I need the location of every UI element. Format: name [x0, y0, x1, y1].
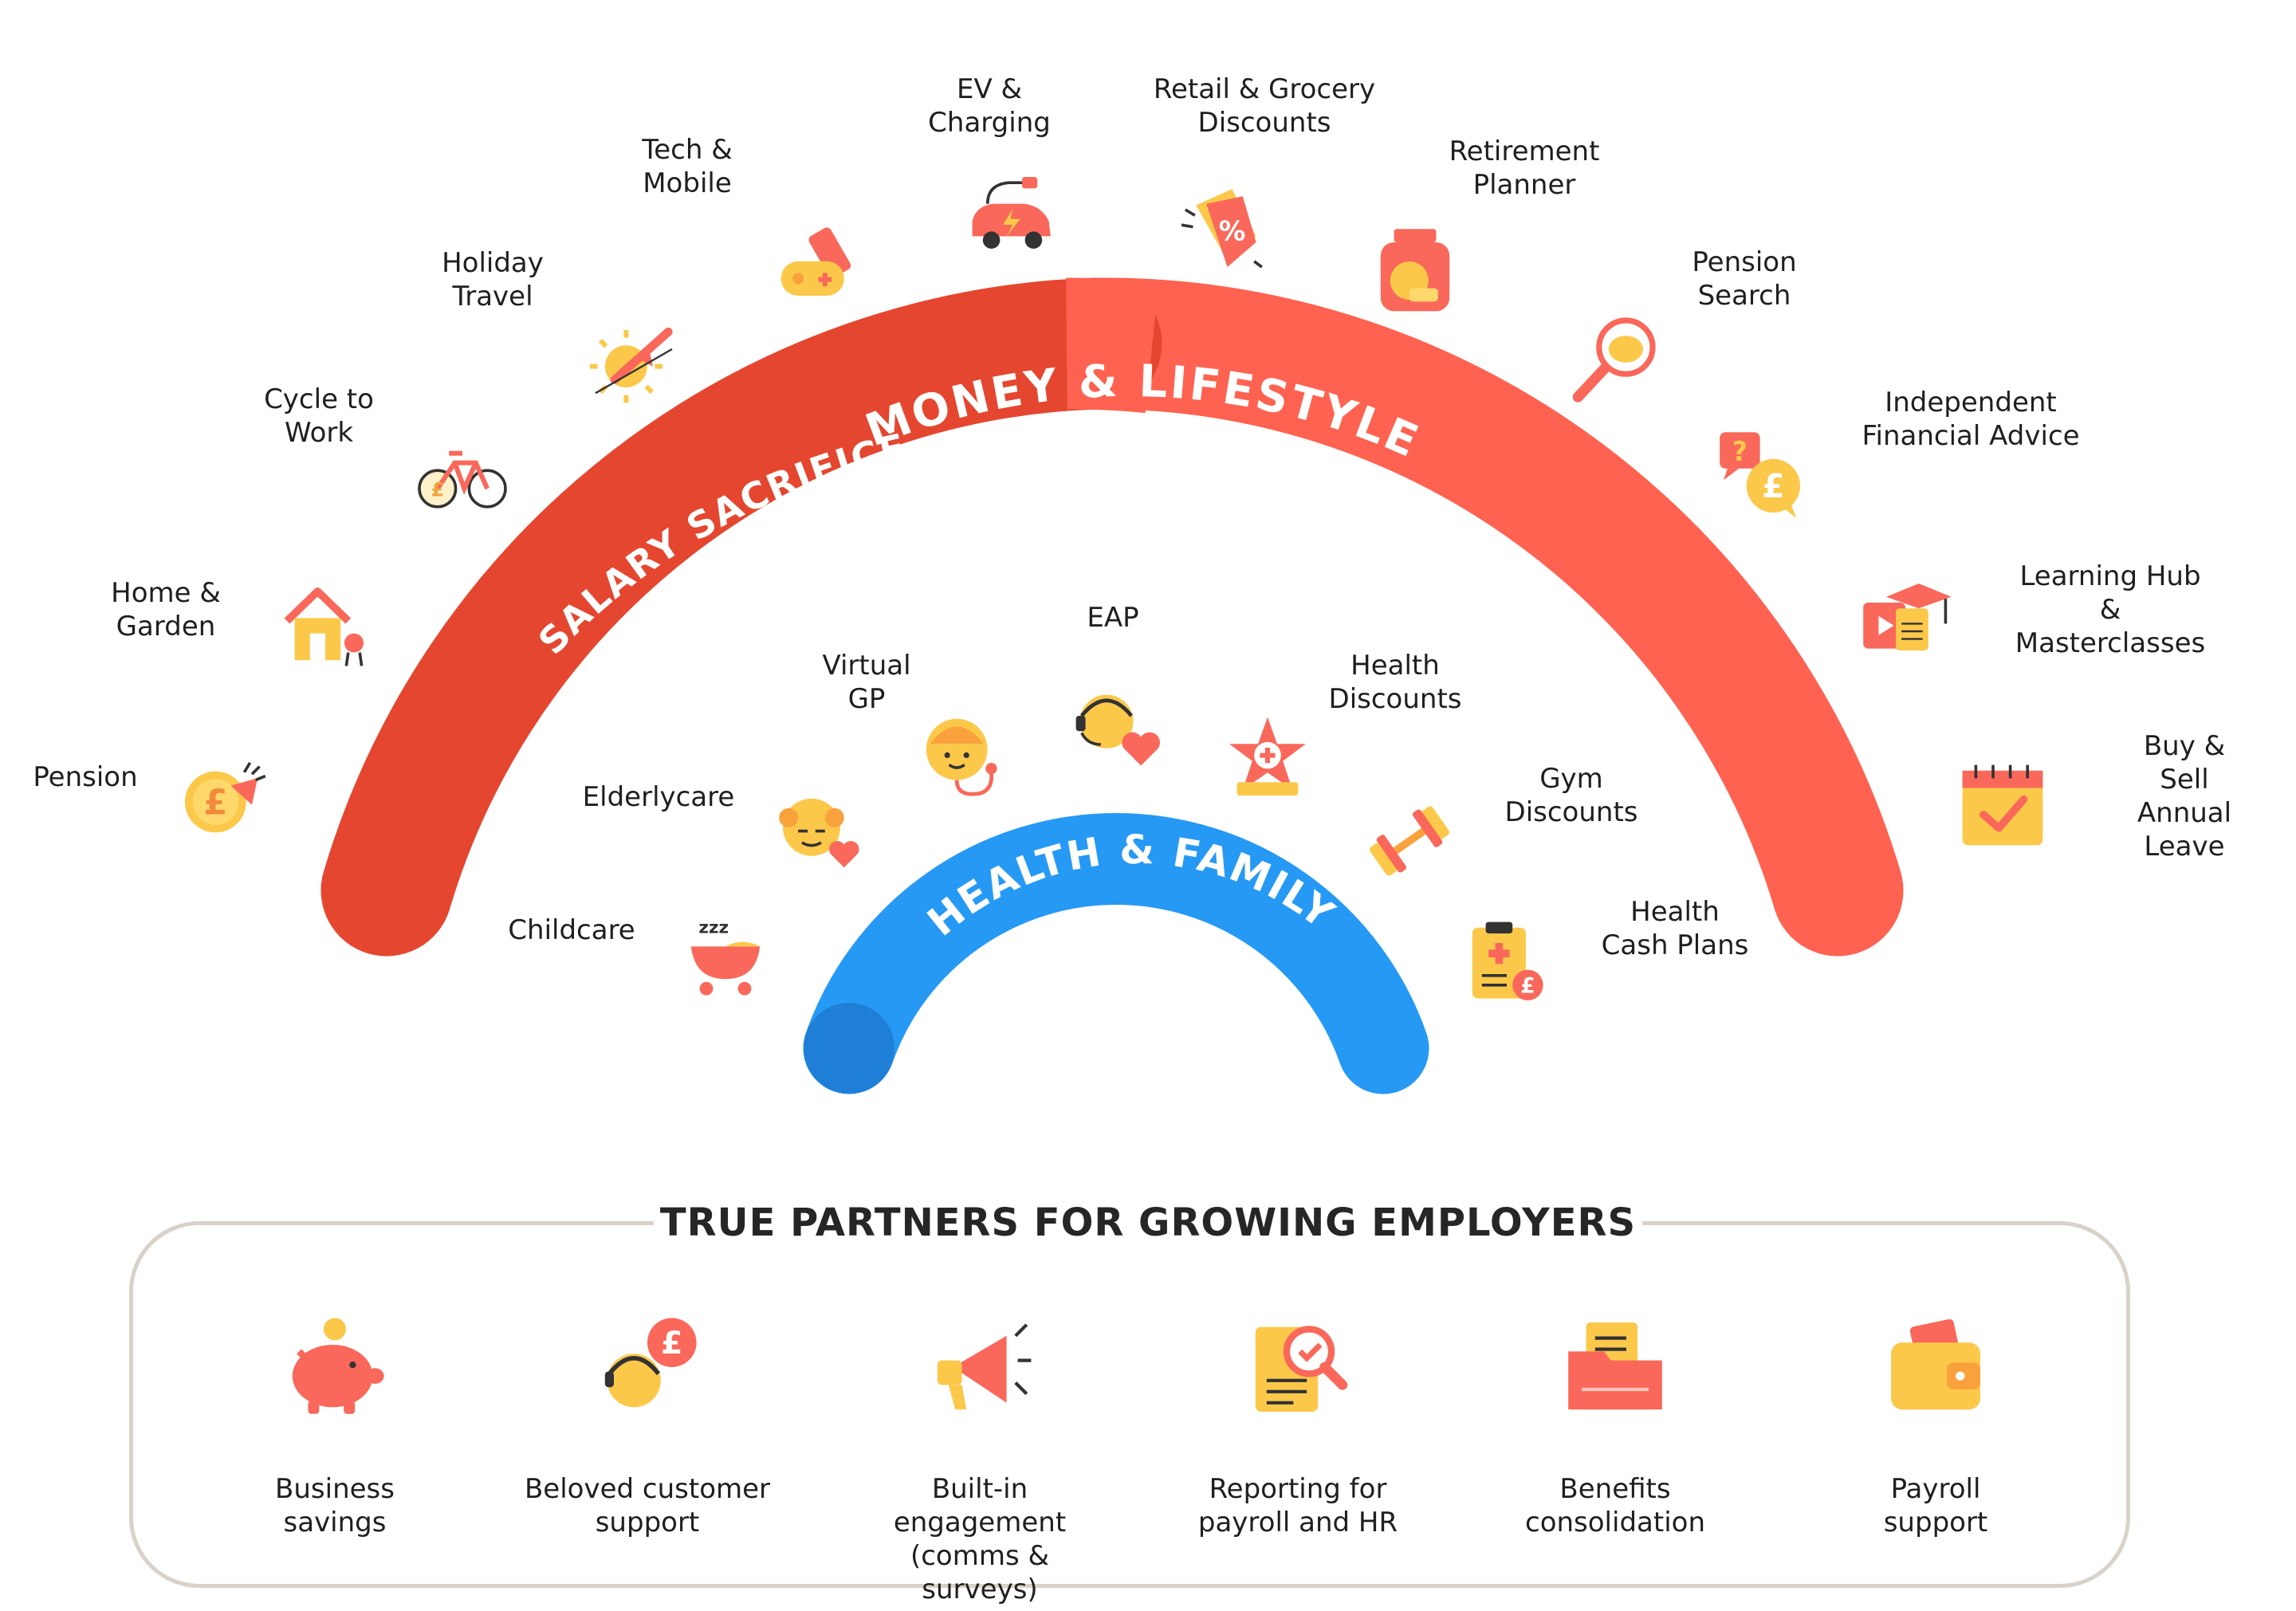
- health-discounts-label: Health Discounts: [1328, 650, 1462, 715]
- savings-jar-icon: [1367, 223, 1463, 319]
- dumbbell-icon: [1362, 793, 1457, 889]
- gamepad-phone-icon: [773, 219, 869, 315]
- partner-benefits-consolidation: Benefits consolidation: [1484, 1311, 1747, 1539]
- elderlycare-label: Elderlycare: [582, 781, 735, 813]
- partner-label: Business savings: [275, 1473, 395, 1538]
- svg-text:£: £: [661, 1326, 682, 1361]
- money-lifestyle-arc: [1030, 277, 1904, 957]
- svg-text:£: £: [1762, 467, 1784, 505]
- bicycle-icon: £: [415, 426, 510, 522]
- partner-reporting: Reporting for payroll and HR: [1166, 1311, 1429, 1539]
- svg-text:£: £: [203, 784, 227, 823]
- buy-sell-leave-label: Buy & Sell Annual Leave: [2137, 730, 2232, 862]
- electric-car-icon: [965, 167, 1060, 263]
- partner-engagement: Built-in engagement (comms & surveys): [848, 1311, 1111, 1606]
- benefit-arcs: SALARY SACRIFICE MONEY & LIFESTYLE HEALT…: [320, 277, 1904, 1094]
- doctor-face-icon: [913, 705, 1008, 801]
- pension-coin-icon: £: [175, 749, 271, 845]
- partner-label: Reporting for payroll and HR: [1197, 1473, 1398, 1538]
- childcare-label: Childcare: [508, 914, 635, 946]
- svg-text:£: £: [1520, 973, 1535, 998]
- report-magnifier-icon: [1242, 1311, 1354, 1423]
- salary-sacrifice-arc: [320, 277, 1162, 957]
- clipboard-cash-icon: £: [1459, 914, 1555, 1010]
- retail-grocery-label: Retail & Grocery Discounts: [1153, 73, 1376, 139]
- partner-label: Beloved customer support: [524, 1473, 771, 1538]
- tech-mobile-label: Tech & Mobile: [642, 134, 733, 199]
- eap-label: EAP: [1087, 602, 1139, 634]
- health-star-icon: [1220, 709, 1315, 805]
- advice-bubbles-icon: ? £: [1714, 426, 1810, 522]
- ev-charging-label: EV & Charging: [928, 73, 1051, 139]
- partner-label: Built-in engagement (comms & surveys): [893, 1473, 1067, 1605]
- elder-face-icon: [773, 785, 869, 881]
- partner-customer-support: £ Beloved customer support: [516, 1311, 779, 1539]
- cycle-to-work-label: Cycle to Work: [264, 383, 374, 449]
- independent-financial-advice-label: Independent Financial Advice: [1862, 387, 2080, 452]
- home-garden-label: Home & Garden: [111, 577, 221, 642]
- health-family-arc: [803, 812, 1429, 1094]
- holiday-travel-label: Holiday Travel: [442, 247, 544, 312]
- health-cash-plans-label: Health Cash Plans: [1601, 896, 1749, 961]
- gym-discounts-label: Gym Discounts: [1504, 763, 1638, 828]
- learning-hub-label: Learning Hub & Masterclasses: [2015, 560, 2206, 659]
- sun-plane-icon: [586, 311, 682, 407]
- wallet-icon: [1880, 1311, 1991, 1423]
- virtual-gp-label: Virtual GP: [822, 650, 911, 715]
- eap-headset-icon: [1068, 678, 1164, 773]
- partner-label: Benefits consolidation: [1525, 1473, 1705, 1538]
- discount-tag-icon: %: [1172, 181, 1268, 277]
- partner-payroll-support: Payroll support: [1804, 1311, 2067, 1539]
- learning-hub-icon: [1858, 574, 1953, 670]
- pension-label: Pension: [33, 761, 138, 793]
- svg-text:zzz: zzz: [698, 918, 729, 938]
- support-agent-icon: £: [592, 1311, 703, 1423]
- svg-text:?: ?: [1732, 436, 1748, 467]
- pension-search-label: Pension Search: [1692, 246, 1797, 312]
- retirement-planner-label: Retirement Planner: [1449, 136, 1600, 201]
- pram-icon: zzz: [678, 906, 773, 1002]
- svg-text:%: %: [1219, 215, 1246, 246]
- partners-title: TRUE PARTNERS FOR GROWING EMPLOYERS: [654, 1200, 1642, 1246]
- partner-business-savings: Business savings: [203, 1311, 466, 1539]
- svg-text:£: £: [431, 479, 444, 501]
- piggy-bank-icon: [279, 1311, 391, 1423]
- megaphone-icon: [924, 1311, 1036, 1423]
- piggy-magnifier-icon: [1567, 311, 1662, 407]
- calendar-icon: [1955, 757, 2050, 853]
- house-icon: [277, 578, 373, 674]
- partner-label: Payroll support: [1883, 1473, 1988, 1538]
- folder-icon: [1559, 1311, 1671, 1423]
